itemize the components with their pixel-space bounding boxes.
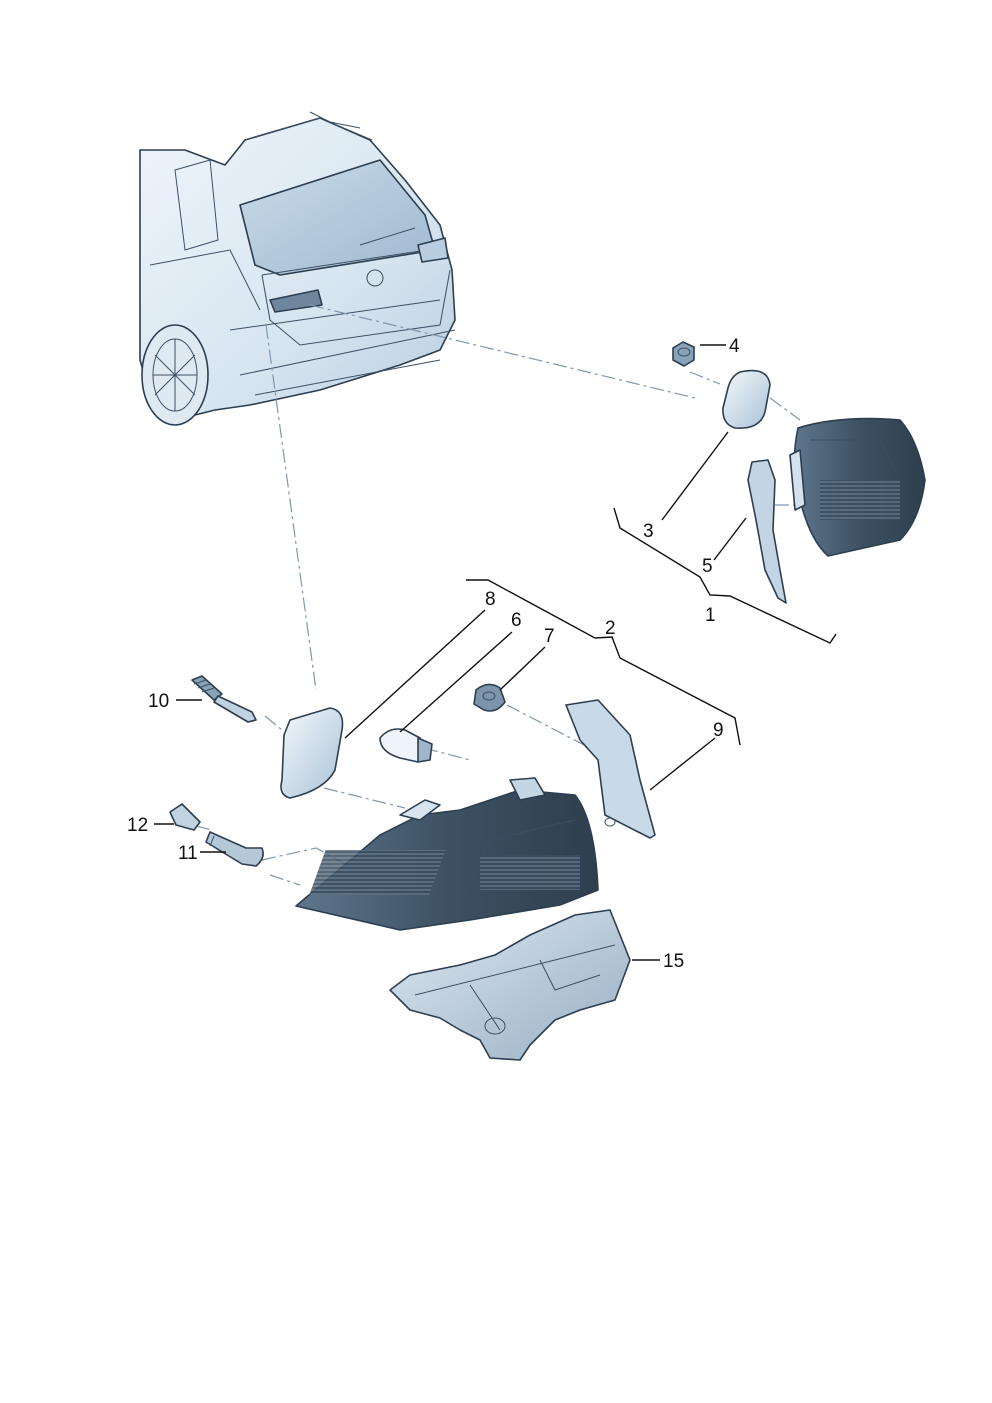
callout-10: 10 bbox=[148, 691, 169, 712]
callout-8: 8 bbox=[485, 589, 496, 610]
cover-cap-part-3 bbox=[722, 369, 771, 429]
callout-2: 2 bbox=[605, 618, 616, 639]
callout-leaders bbox=[154, 344, 747, 961]
inner-tail-lamp bbox=[789, 417, 926, 557]
callout-15: 15 bbox=[663, 951, 684, 972]
bracket-group-1 bbox=[613, 507, 837, 644]
bulb-holder-screw-part-10 bbox=[191, 675, 257, 723]
callout-6: 6 bbox=[511, 610, 522, 631]
bulb-part-6 bbox=[379, 728, 433, 763]
seal-part-9 bbox=[565, 699, 656, 839]
callout-12: 12 bbox=[127, 815, 148, 836]
callout-7: 7 bbox=[544, 626, 555, 647]
bolt-part-11 bbox=[205, 831, 264, 867]
callout-1: 1 bbox=[705, 605, 716, 626]
screw-part-12 bbox=[169, 803, 201, 831]
seal-strip-part-5 bbox=[747, 459, 787, 604]
vehicle-rear-view bbox=[139, 111, 456, 426]
bracket-group-2 bbox=[466, 579, 741, 746]
callout-9: 9 bbox=[713, 720, 724, 741]
nut-part-4 bbox=[672, 341, 695, 367]
mounting-bracket-part-15 bbox=[389, 909, 631, 1061]
outer-tail-lamp bbox=[295, 777, 599, 931]
callout-11: 11 bbox=[178, 843, 198, 864]
callout-3: 3 bbox=[643, 521, 654, 542]
callout-5: 5 bbox=[702, 556, 713, 577]
grommet-part-7 bbox=[473, 683, 506, 712]
cover-cap-part-8 bbox=[280, 707, 344, 799]
callout-labels: 1 2 3 4 5 6 7 8 9 10 11 12 15 bbox=[127, 336, 740, 972]
callout-4: 4 bbox=[729, 336, 740, 357]
